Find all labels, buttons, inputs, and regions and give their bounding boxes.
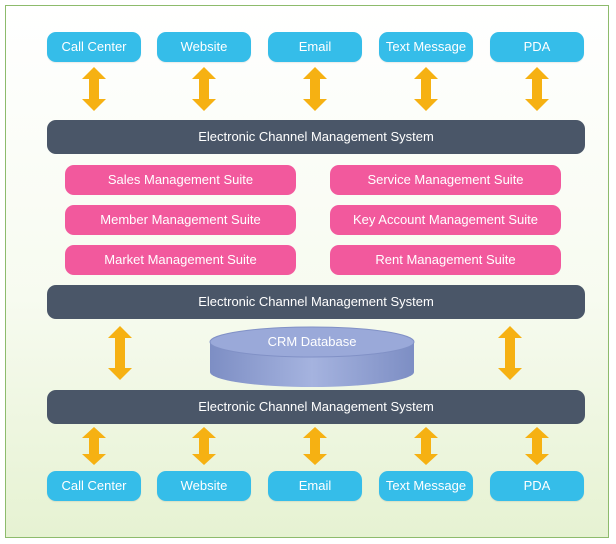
channel-pda-bottom: PDA — [490, 471, 584, 501]
channel-website-bottom: Website — [157, 471, 251, 501]
channel-email-bottom: Email — [268, 471, 362, 501]
double-arrow-icon — [498, 326, 522, 380]
database-icon — [209, 326, 415, 387]
database-label: CRM Database — [267, 334, 357, 349]
double-arrow-icon — [192, 427, 216, 465]
channel-text-message-top: Text Message — [379, 32, 473, 62]
double-arrow-icon — [303, 67, 327, 111]
double-arrow-icon — [82, 67, 106, 111]
channel-call-center-top: Call Center — [47, 32, 141, 62]
suite-market: Market Management Suite — [65, 245, 296, 275]
suite-member: Member Management Suite — [65, 205, 296, 235]
system-bar-bottom: Electronic Channel Management System — [47, 390, 585, 424]
channel-email-top: Email — [268, 32, 362, 62]
suite-rent: Rent Management Suite — [330, 245, 561, 275]
channel-text-message-bottom: Text Message — [379, 471, 473, 501]
double-arrow-icon — [414, 427, 438, 465]
double-arrow-icon — [414, 67, 438, 111]
system-bar-middle: Electronic Channel Management System — [47, 285, 585, 319]
double-arrow-icon — [525, 67, 549, 111]
double-arrow-icon — [108, 326, 132, 380]
double-arrow-icon — [525, 427, 549, 465]
channel-pda-top: PDA — [490, 32, 584, 62]
double-arrow-icon — [303, 427, 327, 465]
channel-call-center-bottom: Call Center — [47, 471, 141, 501]
double-arrow-icon — [192, 67, 216, 111]
system-bar-top: Electronic Channel Management System — [47, 120, 585, 154]
double-arrow-icon — [82, 427, 106, 465]
channel-website-top: Website — [157, 32, 251, 62]
suite-key-account: Key Account Management Suite — [330, 205, 561, 235]
suite-service: Service Management Suite — [330, 165, 561, 195]
suite-sales: Sales Management Suite — [65, 165, 296, 195]
